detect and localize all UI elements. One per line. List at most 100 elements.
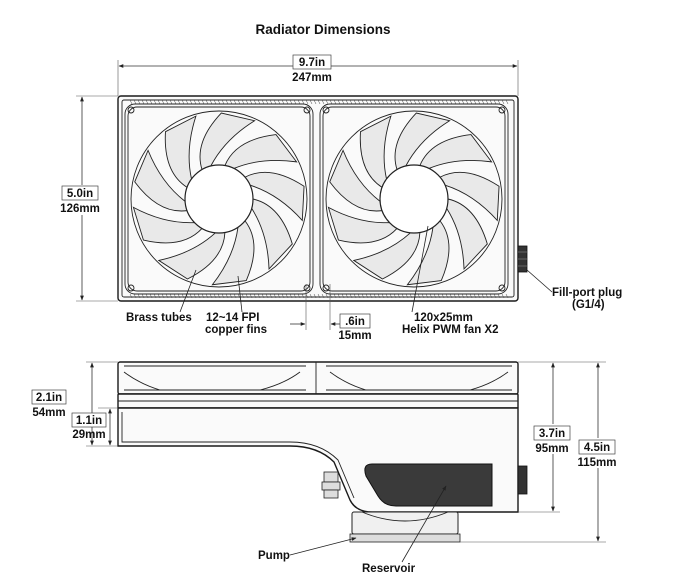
fin-line — [433, 99, 437, 105]
fin-line — [401, 293, 405, 299]
fan-blade — [352, 232, 421, 280]
fin-line — [181, 99, 185, 105]
fin-line — [417, 293, 421, 299]
fin-line — [149, 293, 153, 299]
fin-line — [181, 293, 185, 299]
fin-line — [393, 99, 397, 105]
fin-line — [497, 293, 501, 299]
fin-line — [357, 99, 361, 105]
body-mm-label: 95mm — [535, 443, 568, 455]
pump-label: Pump — [258, 550, 290, 562]
fin-line — [165, 99, 169, 105]
fin-line — [297, 293, 301, 299]
fin-line — [413, 99, 417, 105]
side-fitting — [517, 465, 528, 495]
fin-line — [253, 293, 257, 299]
fin-line — [321, 293, 325, 299]
fan-left — [124, 103, 314, 295]
fin-line — [361, 293, 365, 299]
fin-line — [193, 99, 197, 105]
fin-line — [217, 99, 221, 105]
fin-line — [141, 293, 145, 299]
fin-line — [225, 99, 229, 105]
fan-blade — [327, 206, 398, 244]
fin-line — [485, 99, 489, 105]
fin-line — [309, 99, 313, 105]
fin-line — [173, 99, 177, 105]
fan-blade — [419, 134, 493, 169]
fin-line — [257, 99, 261, 105]
fin-line — [201, 293, 205, 299]
fan-blade — [224, 134, 298, 169]
fin-line — [185, 99, 189, 105]
fin-line — [177, 293, 181, 299]
body-in-label: 3.7in — [539, 428, 565, 440]
fin-line — [337, 99, 341, 105]
fan-blade — [439, 171, 500, 222]
fin-line — [193, 293, 197, 299]
fin-line — [493, 99, 497, 105]
depth-upper-mm-label: 54mm — [32, 407, 65, 419]
fin-line — [357, 293, 361, 299]
body-dimension: 3.7in 95mm — [518, 361, 574, 513]
fin-line — [473, 99, 477, 105]
top-view — [117, 95, 528, 302]
fin-line — [409, 293, 413, 299]
fin-line — [273, 293, 277, 299]
gap-in-label: .6in — [345, 316, 365, 328]
fin-line — [461, 293, 465, 299]
fin-line — [269, 99, 273, 105]
fin-line — [285, 99, 289, 105]
fin-line — [421, 293, 425, 299]
fin-line — [213, 293, 217, 299]
fin-line — [221, 99, 225, 105]
fin-line — [501, 99, 505, 105]
height-dimension: 5.0in 126mm — [60, 95, 118, 302]
fin-line — [397, 293, 401, 299]
fin-line — [469, 99, 473, 105]
fin-line — [293, 293, 297, 299]
fin-line — [401, 99, 405, 105]
fin-line — [489, 99, 493, 105]
fin-line — [129, 99, 133, 105]
fin-line — [253, 99, 257, 105]
fin-line — [301, 99, 305, 105]
fin-line — [201, 99, 205, 105]
fin-line — [441, 99, 445, 105]
fin-line — [433, 293, 437, 299]
fin-line — [133, 99, 137, 105]
fin-line — [385, 99, 389, 105]
fin-line — [149, 99, 153, 105]
fin-line — [237, 99, 241, 105]
fin-line — [321, 99, 325, 105]
fin-line — [465, 99, 469, 105]
fin-line — [429, 293, 433, 299]
diagram-title: Radiator Dimensions — [255, 22, 390, 37]
reservoir-window — [364, 463, 493, 507]
fin-line — [389, 99, 393, 105]
gap-dimension: .6in 15mm — [290, 284, 372, 342]
fan-blade — [157, 232, 226, 280]
fin-line — [397, 99, 401, 105]
fin-line — [409, 99, 413, 105]
fin-line — [245, 99, 249, 105]
width-in-label: 9.7in — [299, 57, 325, 69]
fin-line — [425, 99, 429, 105]
fin-line — [501, 293, 505, 299]
fin-line — [161, 293, 165, 299]
fin-line — [209, 293, 213, 299]
fin-line — [137, 99, 141, 105]
fin-line — [489, 293, 493, 299]
fin-line — [177, 99, 181, 105]
fin-line — [173, 293, 177, 299]
fan-blade — [329, 149, 383, 212]
fin-line — [393, 293, 397, 299]
fin-line — [197, 293, 201, 299]
fin-line — [161, 99, 165, 105]
depth-upper-in-label: 2.1in — [36, 392, 62, 404]
fin-line — [229, 293, 233, 299]
fin-band-top — [129, 99, 509, 105]
fin-line — [333, 99, 337, 105]
reservoir-label: Reservoir — [362, 563, 416, 575]
fan-blade — [199, 112, 256, 171]
